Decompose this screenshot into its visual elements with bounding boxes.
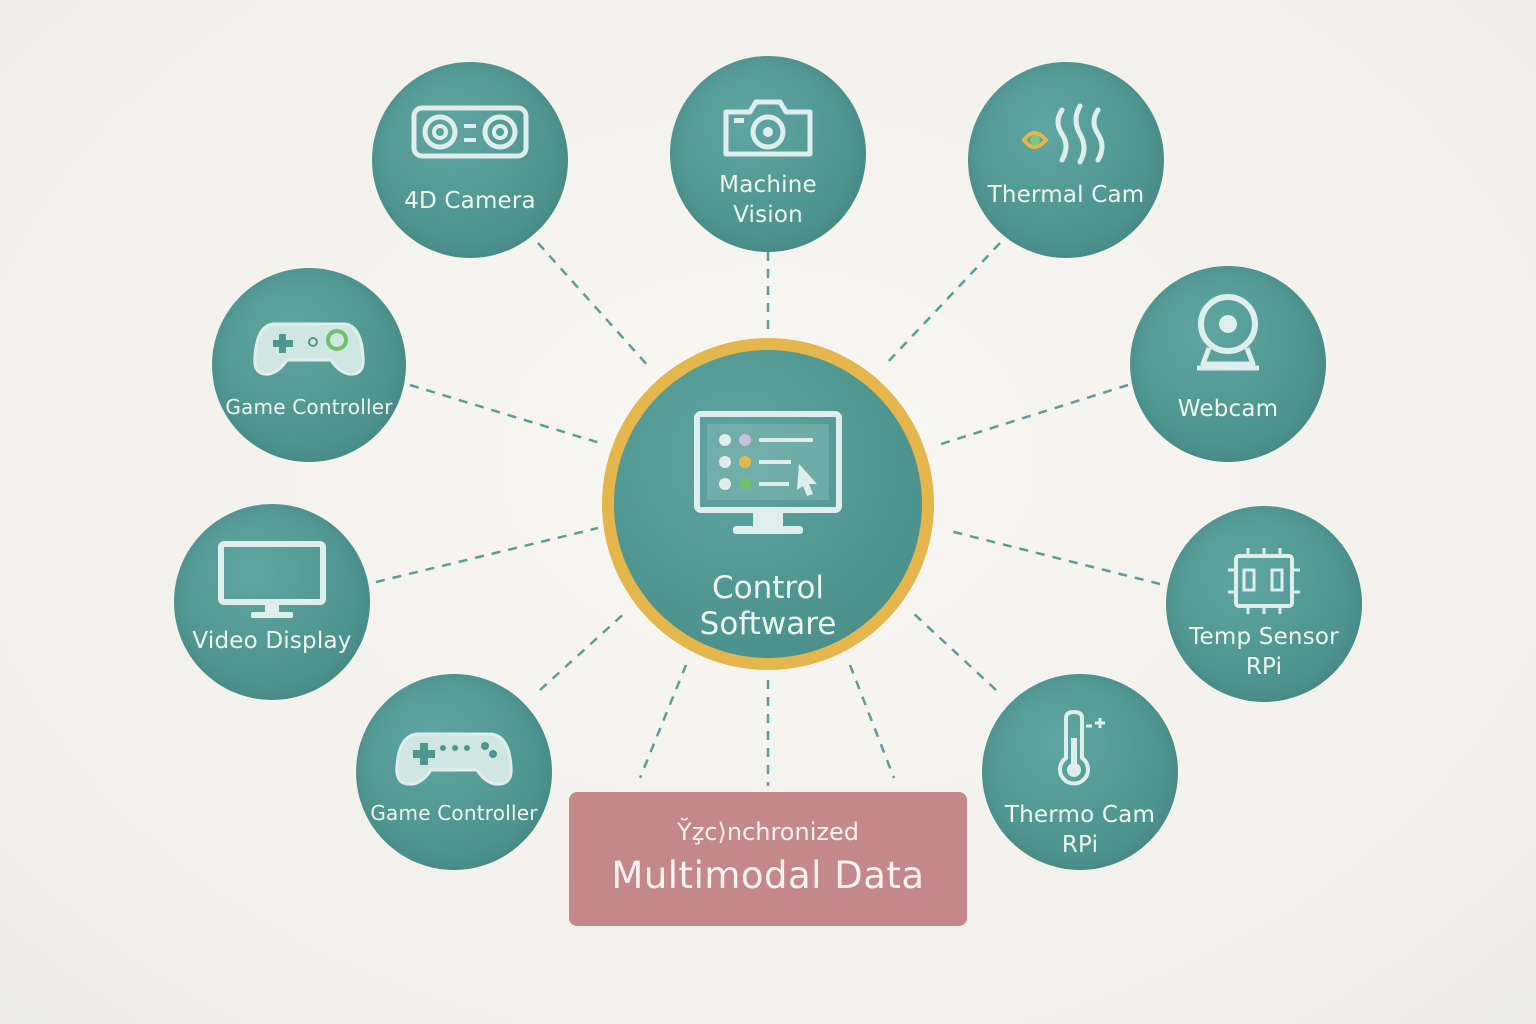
- hub-label: Control Software: [699, 570, 837, 642]
- link-thermo-cam: [911, 611, 997, 691]
- camera-icon: [723, 99, 813, 157]
- gamepad-icon: [253, 322, 365, 376]
- node-label: Thermo Cam RPi: [1004, 802, 1156, 858]
- node-4d-camera: 4D Camera: [372, 62, 568, 258]
- gamepad-icon: [395, 732, 513, 786]
- node-temp-sensor: Temp Sensor RPi: [1166, 506, 1362, 702]
- output-multimodal-data: Y̆z̧c⟩nchronized Multimodal Data: [569, 792, 967, 926]
- link-temp-sensor: [945, 528, 1161, 586]
- node-label: Temp Sensor RPi: [1189, 624, 1339, 680]
- output-title: Multimodal Data: [611, 854, 925, 897]
- link-thermal-cam: [885, 242, 1001, 365]
- node-thermo-cam: Thermo Cam RPi: [982, 674, 1178, 870]
- node-label: Video Display: [192, 628, 352, 654]
- link-4d-camera: [537, 242, 651, 369]
- thermometer-icon: [1058, 710, 1105, 786]
- node-label: Thermal Cam: [987, 182, 1145, 208]
- circuit-board-icon: [1228, 548, 1300, 614]
- link-video-display: [375, 526, 599, 584]
- link-output-right: [848, 664, 896, 779]
- link-output-left: [638, 664, 688, 779]
- hub-control-software: Control Software: [602, 338, 934, 670]
- node-game-controller-bottom: Game Controller: [356, 674, 552, 870]
- node-label: Game Controller: [225, 395, 393, 419]
- node-video-display: Video Display: [174, 504, 370, 700]
- hub-inner: Control Software: [614, 350, 922, 658]
- node-webcam: Webcam: [1130, 266, 1326, 462]
- heat-waves-icon: [1021, 103, 1105, 165]
- node-label: Webcam: [1177, 396, 1279, 422]
- node-thermal-cam: Thermal Cam: [968, 62, 1164, 258]
- node-game-controller-top: Game Controller: [212, 268, 406, 462]
- node-label: 4D Camera: [404, 188, 536, 214]
- webcam-icon: [1197, 294, 1259, 371]
- stereo-camera-icon: [411, 105, 529, 159]
- output-subtitle: Y̆z̧c⟩nchronized: [677, 818, 859, 846]
- monitor-icon: [218, 541, 326, 618]
- node-label: Game Controller: [370, 801, 538, 825]
- node-machine-vision: Machine Vision: [670, 56, 866, 252]
- monitor-settings-icon: [694, 411, 842, 534]
- link-webcam: [937, 383, 1129, 447]
- link-game-controller-bottom: [539, 609, 629, 691]
- node-label: Machine Vision: [719, 172, 817, 228]
- link-game-controller-top: [409, 383, 601, 445]
